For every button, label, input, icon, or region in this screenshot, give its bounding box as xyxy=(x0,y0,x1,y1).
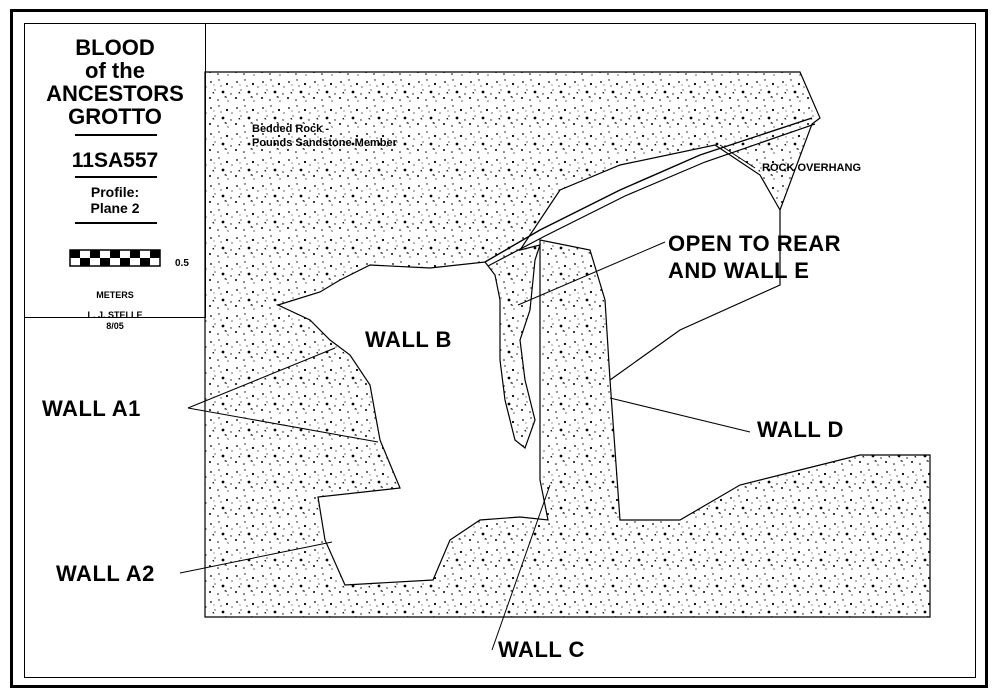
rock-overhang-line-2 xyxy=(487,123,816,267)
title-block: BLOOD of the ANCESTORS GROTTO 11SA557 Pr… xyxy=(24,23,206,331)
leader-overhang xyxy=(719,144,756,169)
scale-units: METERS xyxy=(96,290,134,300)
map-outer-border xyxy=(10,9,988,688)
profile-line: Profile: xyxy=(90,184,140,200)
wall-b-label: WALL B xyxy=(365,327,452,352)
leader-c xyxy=(491,484,551,651)
title-line: of the xyxy=(85,58,145,83)
title-line: GROTTO xyxy=(68,104,162,129)
wall-c-label: WALL C xyxy=(498,637,585,662)
author-line: L. J. STELLE xyxy=(87,310,143,320)
title-divider xyxy=(75,176,157,178)
open-to-rear-line: AND WALL E xyxy=(668,258,810,283)
map-inner-border xyxy=(24,23,976,678)
bedded-rock-line: Pounds Sandstone Member xyxy=(252,137,397,149)
leader-a1-lower xyxy=(187,407,379,443)
bedded-rock-label: Bedded Rock - Pounds Sandstone Member xyxy=(252,122,397,150)
profile-label: Profile: Plane 2 xyxy=(25,184,205,216)
title-line: BLOOD xyxy=(75,35,155,60)
leader-d xyxy=(609,397,751,433)
wall-d-label: WALL D xyxy=(757,417,844,442)
rock-overhang-line xyxy=(484,117,813,263)
scale-end-label: 0.5 xyxy=(175,258,189,269)
open-to-rear-line: OPEN TO REAR xyxy=(668,231,842,256)
author-credit: L. J. STELLE 8/05 xyxy=(25,310,205,332)
site-number: 11SA557 xyxy=(71,149,159,172)
map-title: BLOOD of the ANCESTORS GROTTO xyxy=(25,36,205,128)
open-to-rear-label: OPEN TO REAR AND WALL E xyxy=(668,230,841,284)
leader-a1-upper xyxy=(187,347,336,409)
author-line: 8/05 xyxy=(106,321,124,331)
title-divider xyxy=(75,134,157,136)
bedrock-mass xyxy=(204,71,931,618)
bedded-rock-line: Bedded Rock - xyxy=(252,123,330,135)
leader-open-rear xyxy=(517,241,666,306)
wall-a2-label: WALL A2 xyxy=(56,561,155,586)
leader-a2 xyxy=(179,541,333,574)
wall-a1-label: WALL A1 xyxy=(42,396,141,421)
scale-bar xyxy=(69,249,161,267)
title-line: ANCESTORS xyxy=(46,81,184,106)
profile-line: Plane 2 xyxy=(90,200,140,216)
title-divider xyxy=(75,222,157,224)
rock-overhang-label: ROCK OVERHANG xyxy=(762,162,862,174)
